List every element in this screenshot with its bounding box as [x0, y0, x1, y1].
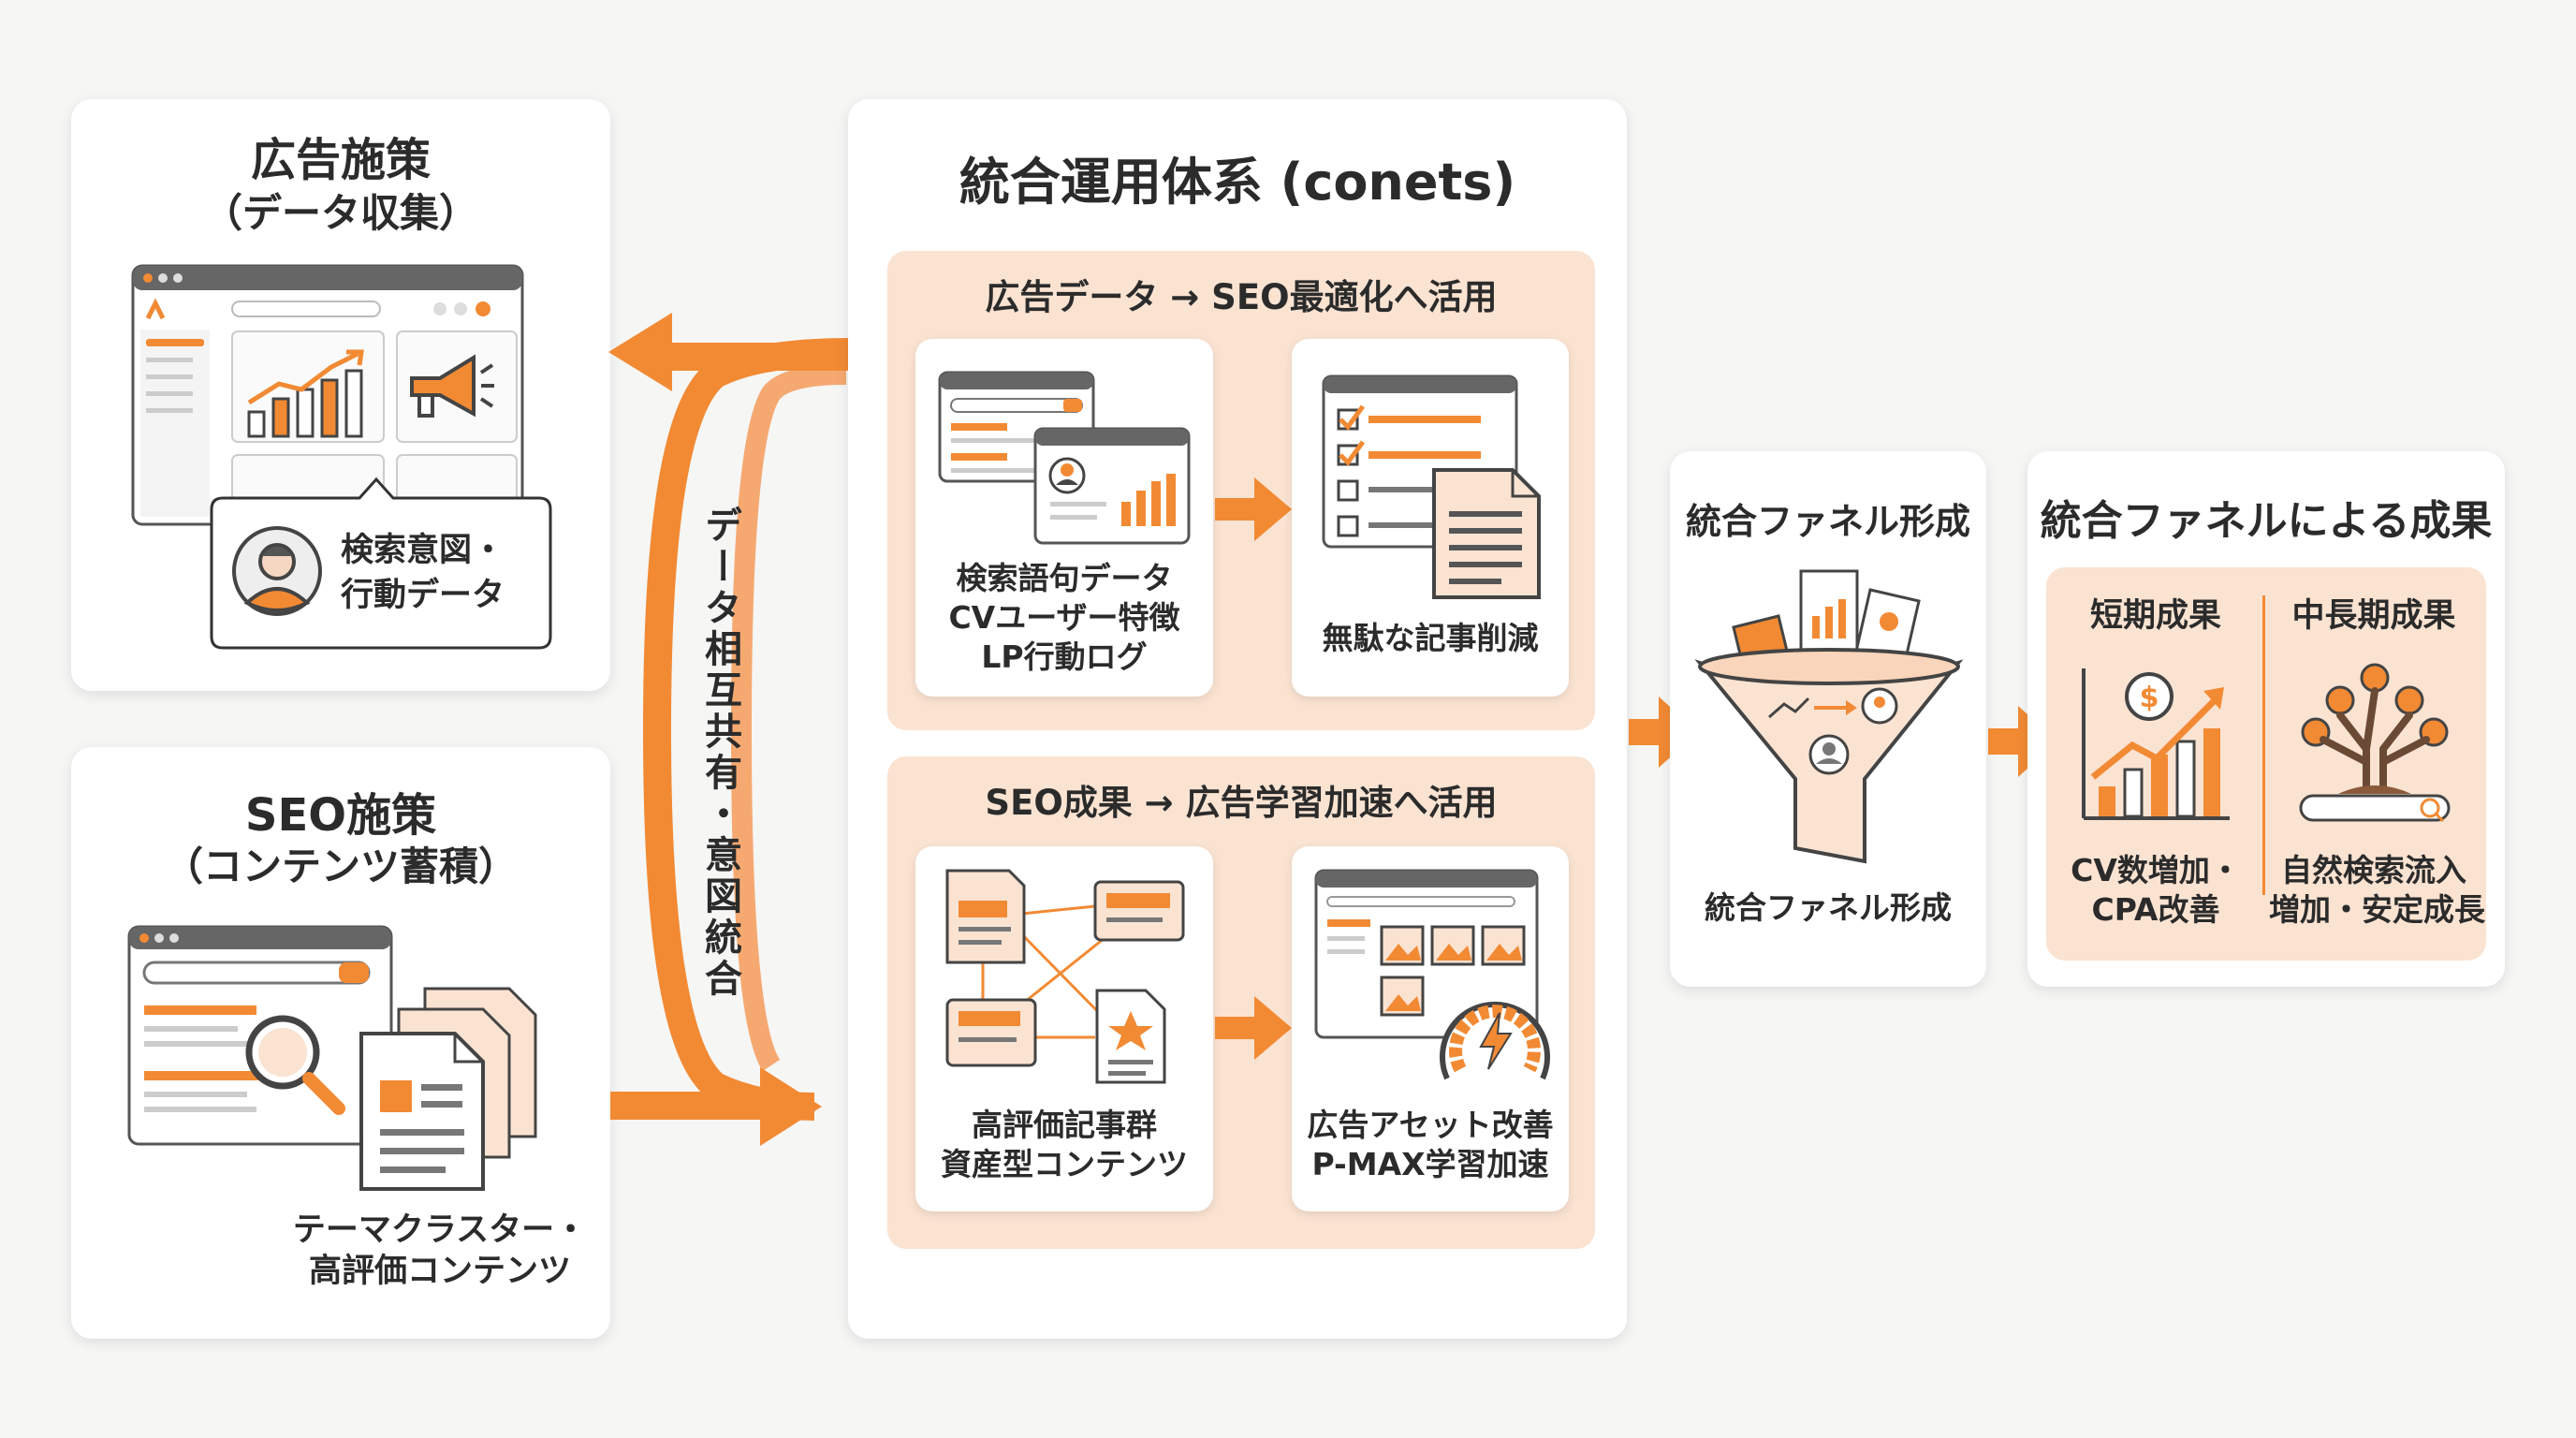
network-icon — [945, 869, 1185, 1067]
svg-text:$: $ — [2140, 682, 2159, 714]
integrated-system-title: 統合運用体系 (conets) — [959, 153, 1516, 212]
ad-callout-line2: 行動データ — [341, 577, 505, 614]
short-term-line2: CPA改善 — [2091, 891, 2220, 928]
seo-caption-line2: 高評価コンテンツ — [308, 1253, 571, 1290]
loop-arrow-bar-bottom — [610, 1092, 779, 1120]
magnifier-icon — [245, 1015, 345, 1115]
seo-caption-line1: テーマクラスター・ — [292, 1211, 588, 1249]
high-rated-line2: 資産型コンテンツ — [941, 1146, 1188, 1182]
megaphone-icon — [410, 354, 494, 418]
loop-label: データ相互共有・意図統合 — [698, 506, 741, 1000]
ad-asset-line2: P-MAX学習加速 — [1311, 1146, 1549, 1182]
document-stack-icon — [359, 987, 537, 1191]
speedometer-icon — [1440, 1001, 1550, 1080]
results-divider — [2262, 595, 2265, 895]
seo-to-ad-title: SEO成果 → 広告学習加速へ活用 — [985, 783, 1498, 823]
star-document-icon — [1095, 989, 1166, 1084]
image-ads-icon — [1314, 869, 1539, 1039]
ad-measures-subtitle: （データ収集） — [202, 190, 478, 236]
tree-growth-icon — [2299, 663, 2451, 823]
search-data-browser-icon — [938, 371, 1191, 545]
waste-reduction-label: 無駄な記事削減 — [1322, 620, 1539, 656]
search-data-line1: 検索語句データ — [956, 560, 1173, 596]
ad-callout-line1: 検索意図・ — [341, 532, 505, 569]
seo-measures-subtitle: （コンテンツ蓄積） — [163, 844, 518, 889]
bar-chart-icon — [247, 349, 364, 438]
results-title: 統合ファネルによる成果 — [2040, 497, 2493, 545]
loop-arrow-bar-top — [670, 343, 850, 371]
short-term-line1: CV数増加・ — [2071, 852, 2241, 888]
document-icon — [1432, 468, 1541, 599]
ad-asset-line1: 広告アセット改善 — [1307, 1107, 1554, 1143]
user-avatar-icon — [232, 526, 322, 616]
results-band — [2046, 567, 2486, 961]
search-data-line3: LP行動ログ — [981, 638, 1148, 675]
long-term-line2: 増加・安定成長 — [2269, 891, 2485, 928]
funnel-caption: 統合ファネル形成 — [1705, 889, 1952, 926]
ad-measures-title: 広告施策 — [250, 134, 431, 186]
right-arrow-icon-2 — [1215, 996, 1292, 1060]
long-term-heading: 中長期成果 — [2291, 597, 2456, 635]
ad-to-seo-title: 広告データ → SEO最適化へ活用 — [985, 277, 1498, 317]
right-arrow-icon — [1215, 477, 1292, 541]
seo-measures-title: SEO施策 — [244, 789, 437, 842]
funnel-title: 統合ファネル形成 — [1685, 501, 1970, 542]
dollar-growth-chart-icon: $ — [2082, 668, 2230, 820]
long-term-line1: 自然検索流入 — [2281, 852, 2466, 888]
short-term-heading: 短期成果 — [2089, 597, 2221, 635]
search-data-line2: CVユーザー特徴 — [948, 599, 1180, 636]
high-rated-line1: 高評価記事群 — [972, 1107, 1157, 1143]
funnel-icon — [1694, 569, 1964, 864]
